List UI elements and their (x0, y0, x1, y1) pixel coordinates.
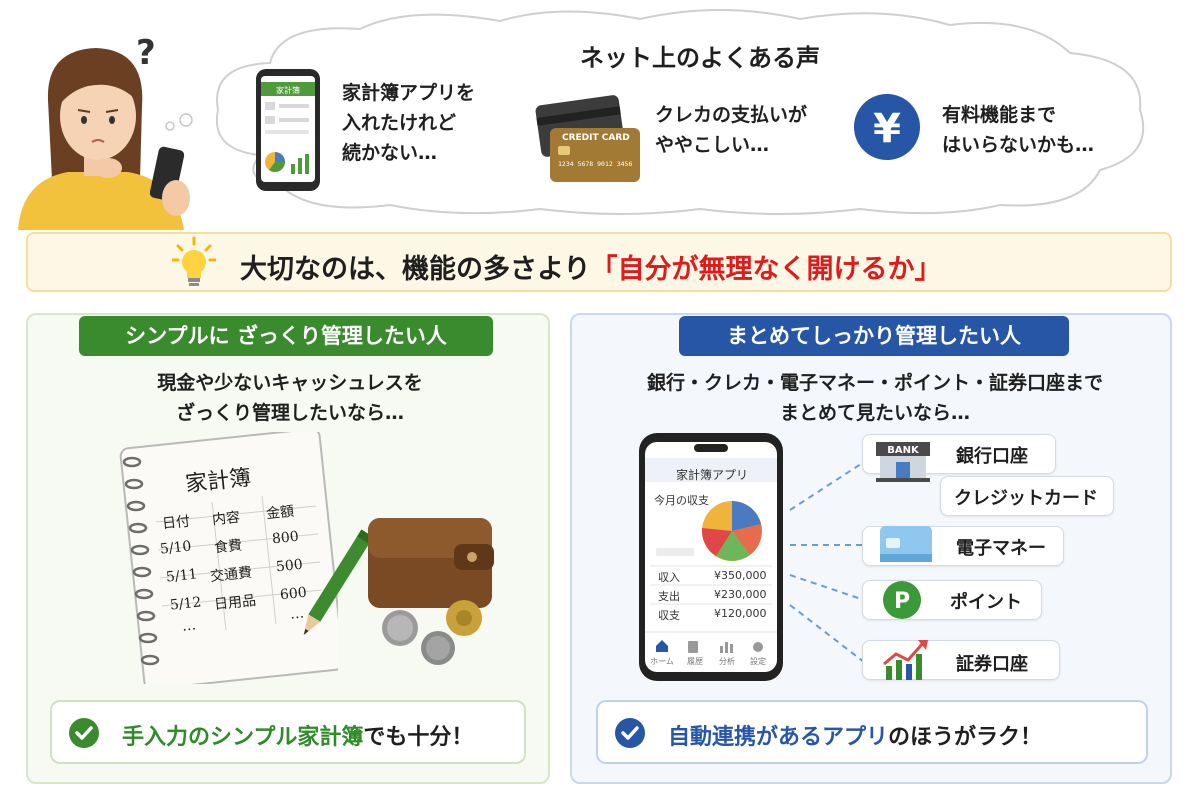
thinking-woman-illustration: ? (18, 33, 193, 230)
description-line: 銀行・クレカ・電子マネー・ポイント・証券口座まで (646, 372, 1103, 394)
conclusion-rest: のほうがラク！ (888, 725, 1043, 750)
voice-line: ややこしい… (655, 134, 770, 156)
phone-nav-settings: 設定 (750, 657, 766, 666)
key-message-bar (26, 232, 1172, 292)
phone-nav-analysis: 分析 (719, 657, 735, 666)
simple-user-conclusion-text: 手入力のシンプル家計簿でも十分！ (122, 719, 473, 751)
pencil-icon (303, 529, 370, 636)
thorough-user-tag: まとめてしっかり管理したい人 (679, 316, 1069, 356)
ic-card-icon (880, 526, 932, 562)
notebook-cell: 5/12 (169, 594, 203, 614)
check-circle-icon (69, 718, 99, 748)
simple-user-description: 現金や少ないキャッシュレスを ざっくり管理したいなら… (60, 368, 520, 428)
smartphone-illustration (639, 433, 783, 681)
credit-card-icon: CREDIT CARD 1234 5678 9012 3456 (535, 95, 640, 182)
voice-paid-features-unneeded: 有料機能まで はいらないかも… (942, 100, 1132, 160)
stock-chart-icon (883, 640, 928, 680)
phone-row-label: 収支 (658, 609, 680, 622)
service-label-bank: 銀行口座 (956, 446, 1028, 467)
notebook-cell: 食費 (213, 537, 243, 557)
notebook-title: 家計簿 (184, 465, 253, 498)
service-credit-card (940, 476, 1114, 516)
app-card-title: 家計簿 (276, 85, 300, 95)
service-label-emoney: 電子マネー (956, 538, 1046, 559)
description-line: まとめて見たいなら… (779, 402, 970, 424)
thorough-user-conclusion-text: 自動連携があるアプリのほうがラク！ (668, 719, 1042, 751)
description-line: 現金や少ないキャッシュレスを (157, 372, 423, 394)
conclusion-emphasis: アプリ (822, 725, 889, 750)
phone-subtitle: 今月の収支 (654, 494, 709, 507)
service-label-credit-card: クレジットカード (954, 488, 1098, 509)
service-label-point: ポイント (950, 592, 1022, 613)
phone-nav-history: 履歴 (687, 657, 703, 666)
question-mark-icon: ? (136, 33, 156, 73)
notebook-cell: 800 (271, 528, 300, 548)
voice-line: 家計簿アプリを (342, 82, 476, 104)
notebook-header-amount: 金額 (265, 503, 295, 523)
wallet-icon (368, 518, 494, 608)
simple-user-conclusion (50, 700, 526, 764)
voice-credit-card-complex: クレカの支払いが ややこしい… (655, 100, 845, 160)
coins-icon (382, 600, 482, 665)
voice-line: 有料機能まで (942, 104, 1057, 126)
home-icon (656, 640, 668, 652)
phone-row-value: ¥120,000 (714, 607, 767, 620)
svg-text:BANK: BANK (887, 445, 920, 456)
conclusion-rest: でも十分！ (363, 725, 474, 750)
notebook-cell: 5/10 (159, 538, 193, 558)
conclusion-emphasis: 自動連携 (668, 725, 757, 750)
check-circle-icon (615, 718, 645, 748)
notebook-illustration (119, 432, 338, 684)
credit-card-number: 1234 5678 9012 3456 (558, 160, 632, 168)
budget-app-phone-icon: 家計簿 (256, 69, 320, 191)
description-line: ざっくり管理したいなら… (175, 402, 404, 424)
voice-line: 続かない… (342, 142, 438, 164)
conclusion-emphasis: 手入力のシンプル家計簿 (122, 725, 364, 750)
bank-icon: BANK (876, 442, 930, 482)
voice-line: 入れたけれど (342, 112, 457, 134)
phone-row-label: 収入 (658, 571, 680, 584)
service-label-securities: 証券口座 (956, 654, 1028, 675)
voice-line: クレカの支払いが (655, 104, 808, 126)
simple-user-tag: シンプルに ざっくり管理したい人 (79, 316, 493, 356)
connector-lines (789, 461, 865, 663)
notebook-header-date: 日付 (161, 513, 191, 533)
yen-icon: ¥ (854, 94, 920, 160)
gear-icon (753, 642, 763, 652)
history-icon (688, 641, 698, 653)
chart-icon (720, 642, 733, 653)
credit-card-text: CREDIT CARD (562, 133, 630, 143)
svg-text:¥: ¥ (873, 106, 901, 152)
point-icon: P (883, 581, 921, 619)
thorough-user-conclusion (596, 700, 1148, 764)
notebook-cell: 5/11 (165, 566, 199, 586)
service-securities (862, 640, 1060, 680)
voice-line: はいらないかも… (942, 134, 1095, 156)
phone-row-label: 支出 (658, 590, 680, 603)
phone-app-title: 家計簿アプリ (676, 468, 749, 482)
notebook-cell: … (181, 617, 197, 635)
svg-text:P: P (894, 589, 910, 614)
conclusion-mid: がある (756, 725, 823, 750)
key-message-prefix: 大切なのは、機能の多さより (240, 254, 591, 285)
phone-row-value: ¥230,000 (714, 588, 767, 601)
key-message-highlight: 「自分が無理なく開けるか」 (590, 254, 942, 285)
cloud-title: ネット上のよくある声 (580, 44, 820, 72)
notebook-header-item: 内容 (211, 509, 241, 529)
phone-nav-home: ホーム (650, 657, 674, 666)
thorough-user-description: 銀行・クレカ・電子マネー・ポイント・証券口座まで まとめて見たいなら… (600, 368, 1150, 428)
phone-row-value: ¥350,000 (714, 569, 767, 582)
key-message: 大切なのは、機能の多さより「自分が無理なく開けるか」 (240, 247, 941, 286)
voice-app-not-continued: 家計簿アプリを 入れたけれど 続かない… (342, 78, 522, 168)
lightbulb-icon (172, 236, 216, 286)
thought-cloud (215, 9, 1145, 215)
